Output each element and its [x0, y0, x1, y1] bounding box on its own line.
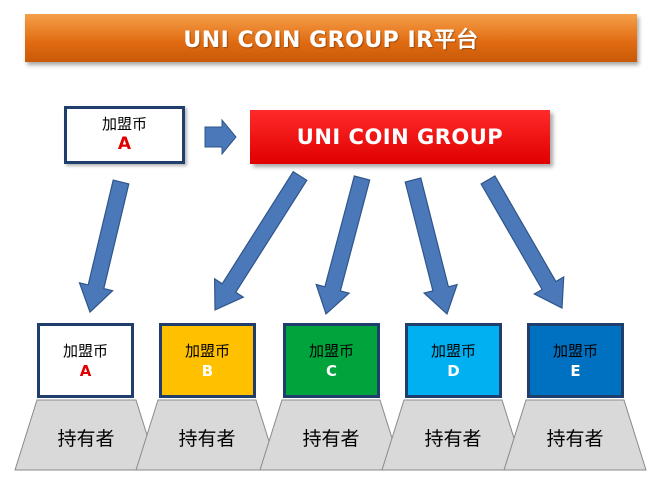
token-label: 加盟币 [308, 342, 354, 360]
token-box-e: 加盟币 E [527, 323, 624, 398]
holder-label-2: 持有者 [178, 428, 236, 450]
title-banner: UNI COIN GROUP IR平台 [25, 14, 637, 62]
token-label: 加盟币 [552, 342, 598, 360]
arrow-to-a [78, 179, 130, 314]
banner-title: UNI COIN GROUP IR平台 [183, 28, 479, 53]
holder-label-3: 持有者 [302, 428, 360, 450]
holder-label-1: 持有者 [57, 428, 115, 450]
token-letter: E [570, 362, 581, 380]
uni-coin-group-label: UNI COIN GROUP [296, 125, 504, 149]
token-label: 加盟币 [62, 342, 108, 360]
token-letter: A [79, 362, 92, 380]
token-label: 加盟币 [184, 342, 230, 360]
holder-label-5: 持有者 [546, 428, 604, 450]
token-box-c: 加盟币 C [283, 323, 380, 398]
source-token-label: 加盟币 [101, 115, 147, 133]
token-label: 加盟币 [430, 342, 476, 360]
arrow-to-c [315, 175, 371, 316]
holder-label-4: 持有者 [424, 428, 482, 450]
arrow-to-e [480, 175, 565, 309]
token-box-a: 加盟币 A [37, 323, 134, 398]
holder-shape-5 [503, 399, 647, 471]
token-box-b: 加盟币 B [159, 323, 256, 398]
token-box-d: 加盟币 D [405, 323, 502, 398]
token-letter: C [325, 362, 337, 380]
token-letter: B [201, 362, 214, 380]
token-letter: D [447, 362, 460, 380]
right-arrow [204, 118, 237, 156]
arrow-to-d [404, 177, 459, 316]
arrow-to-b [213, 170, 308, 311]
source-token-letter: A [117, 134, 132, 154]
uni-coin-group-box: UNI COIN GROUP [250, 110, 550, 164]
source-token-box: 加盟币 A [64, 106, 185, 164]
